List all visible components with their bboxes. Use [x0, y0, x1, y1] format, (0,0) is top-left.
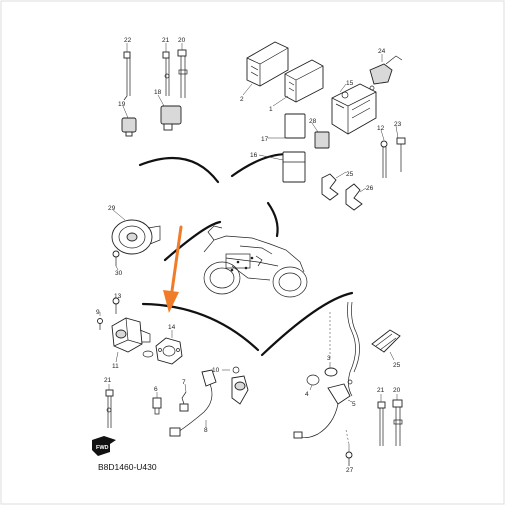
callout-5: 5	[352, 401, 356, 408]
control-unit-part-2	[242, 41, 289, 96]
callout-25-top: 25	[346, 171, 354, 178]
sensor-part-6	[152, 392, 162, 415]
screw-part-30	[112, 250, 120, 271]
separator-lower-right	[260, 291, 354, 357]
callout-4: 4	[305, 391, 309, 398]
horn-part-29	[111, 209, 161, 255]
callout-7: 7	[182, 379, 186, 386]
wire-harness-part-3	[324, 301, 360, 397]
zip-tie-part-21-top	[162, 43, 170, 96]
zip-tie-part-21-lower-right	[377, 394, 386, 446]
sensor-part-10	[222, 366, 249, 405]
forward-direction-indicator	[92, 436, 116, 456]
callout-18: 18	[154, 89, 162, 96]
callout-14: 14	[168, 324, 176, 331]
callout-27: 27	[346, 467, 354, 474]
callout-28: 28	[309, 118, 317, 125]
callout-21-lower-right: 21	[377, 387, 385, 394]
gasket-part-14	[142, 330, 183, 365]
callout-1: 1	[269, 106, 273, 113]
zip-tie-part-21-lower-left	[105, 384, 114, 428]
callout-12: 12	[377, 125, 385, 132]
callout-20-top: 20	[178, 37, 186, 44]
callout-9: 9	[96, 309, 100, 316]
zip-tie-part-22	[123, 43, 131, 101]
control-unit-part-1	[272, 59, 324, 107]
bolt-part-23	[395, 125, 406, 172]
relay-part-17	[268, 113, 306, 139]
callout-2: 2	[240, 96, 244, 103]
separator-lower-left	[141, 302, 260, 352]
callout-24: 24	[378, 48, 386, 55]
bolt-part-12	[380, 129, 388, 178]
callout-6: 6	[154, 386, 158, 393]
callout-16: 16	[250, 152, 258, 159]
callout-21-lower-left: 21	[104, 377, 112, 384]
relay-part-19	[121, 105, 137, 137]
forward-label: FWD	[96, 445, 109, 451]
callout-13: 13	[114, 293, 122, 300]
callout-26: 26	[366, 185, 374, 192]
control-unit-part-15	[331, 83, 377, 135]
callout-8: 8	[204, 427, 208, 434]
callout-11: 11	[112, 363, 119, 370]
screw-part-9	[97, 312, 103, 330]
callout-29: 29	[108, 205, 116, 212]
relay-part-16	[258, 151, 306, 183]
relay-part-18	[157, 94, 182, 131]
relay-part-28	[311, 122, 330, 149]
callout-15: 15	[346, 80, 354, 87]
callout-22: 22	[124, 37, 132, 44]
clamp-part-4	[306, 374, 320, 391]
callout-10: 10	[212, 367, 220, 374]
bolt-part-27	[345, 444, 353, 466]
separator-upper-left	[138, 157, 220, 184]
callout-30: 30	[115, 270, 123, 277]
zip-tie-part-20-lower-right	[392, 394, 403, 446]
sensor-part-24	[369, 54, 403, 91]
callout-25-lower: 25	[393, 362, 401, 369]
bracket-part-25-top	[321, 171, 347, 201]
actuator-part-11	[111, 317, 151, 363]
diagram-code: B8D1460-U430	[98, 462, 157, 472]
motorcycle-locator-illustration	[203, 225, 308, 298]
highlight-arrow	[163, 225, 183, 313]
callout-17: 17	[261, 136, 269, 143]
sensor-part-8	[169, 369, 217, 437]
callout-20-lower-right: 20	[393, 387, 401, 394]
zip-tie-part-20-top	[177, 43, 188, 98]
bracket-part-26	[345, 183, 367, 211]
sensor-part-7	[179, 383, 189, 412]
callout-19: 19	[118, 101, 126, 108]
callout-21-top: 21	[162, 37, 170, 44]
separator-middle-left	[163, 220, 222, 262]
connector-part-25-lower	[371, 329, 401, 361]
sensor-part-5	[293, 379, 353, 439]
bolt-part-13	[112, 297, 120, 314]
callout-23: 23	[394, 121, 402, 128]
callout-3: 3	[327, 355, 331, 362]
separator-center	[266, 201, 279, 238]
